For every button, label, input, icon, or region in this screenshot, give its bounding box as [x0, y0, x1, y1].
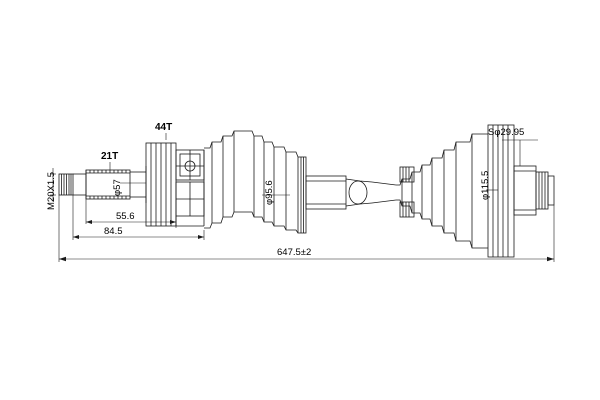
abs-tone-ring: [399, 166, 415, 218]
label-inner-spline-teeth: 21T: [101, 151, 119, 162]
center-shaft-collar: [305, 175, 397, 210]
label-right-flange-diameter: φ115.5: [480, 170, 491, 200]
label-dim-55-6: 55.6: [116, 211, 135, 222]
label-overall-length: 647.5±2: [277, 247, 312, 258]
inner-boot-bellows: [204, 130, 307, 234]
label-boot-diameter: φ95.6: [264, 180, 275, 205]
label-inner-joint-diameter: φ57: [112, 179, 123, 196]
dimension-lines: [50, 133, 555, 262]
outer-cv-joint-flange: [487, 124, 555, 258]
inner-spline-21t: [85, 169, 131, 200]
outer-boot-bellows: [396, 133, 488, 249]
inner-cv-joint-housing: [145, 142, 205, 227]
stub-shaft-transition: [130, 166, 147, 203]
label-right-spline-spec: Sφ29.95: [488, 127, 525, 138]
label-outer-spline-teeth: 44T: [155, 122, 173, 133]
label-thread-spec: M20X1.5: [46, 171, 57, 210]
threaded-stub-left: [58, 170, 87, 199]
label-dim-84-5: 84.5: [104, 226, 123, 237]
